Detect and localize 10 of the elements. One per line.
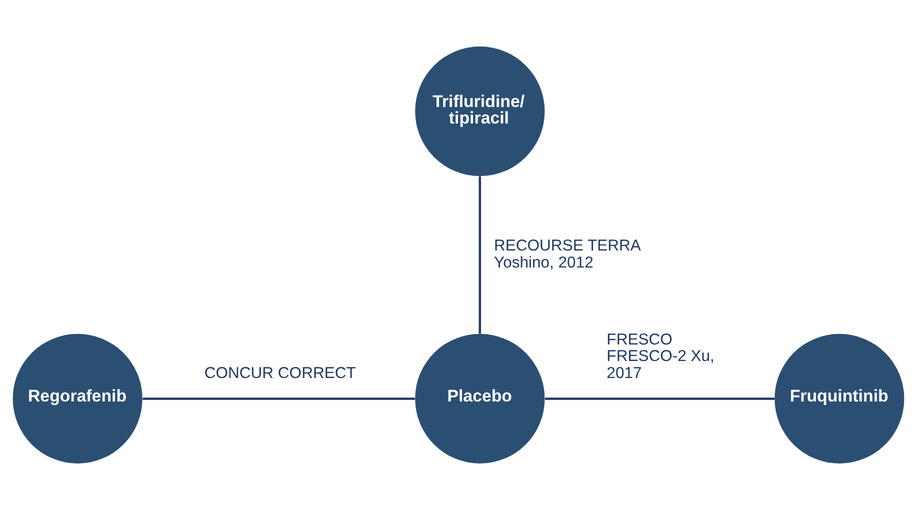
edge-label: CONCUR CORRECT [204,364,356,382]
edge-label: RECOURSE TERRA Yoshino, 2012 [494,237,641,272]
connector [142,397,415,400]
connector [545,397,774,400]
edge-label: FRESCO FRESCO-2 Xu, 2017 [606,330,714,382]
node-circle: Regorafenib [12,333,142,463]
node-circle: Fruquintinib [774,333,904,463]
node-circle: Trifluridine/ tipiracil [415,46,545,176]
node-circle: Placebo [415,333,545,463]
connector [478,176,482,334]
